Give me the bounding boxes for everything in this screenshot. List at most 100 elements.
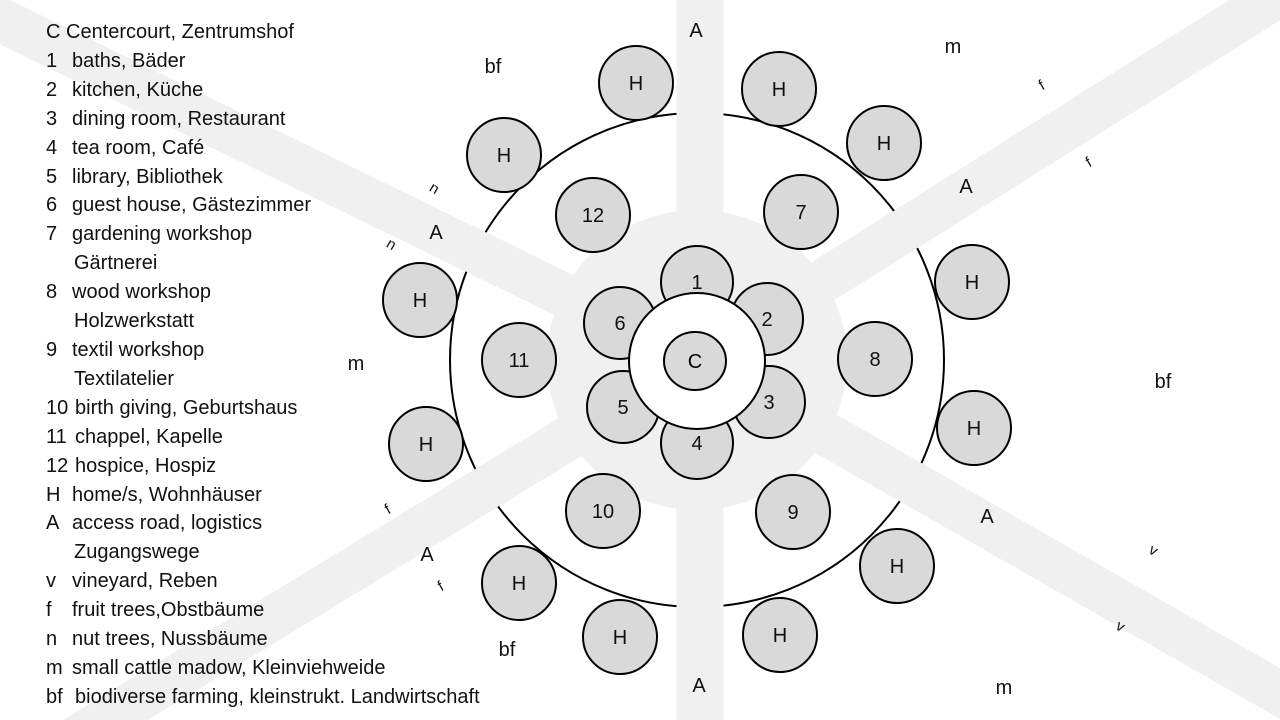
home-label: H xyxy=(772,79,786,101)
home: H xyxy=(936,390,1012,466)
cattle-meadow-label: m xyxy=(995,677,1013,699)
legend-text: gardening workshop xyxy=(72,223,253,246)
legend-key: v xyxy=(46,570,56,593)
facility-7-shape xyxy=(763,174,839,250)
facility-6-label: 6 xyxy=(614,313,625,335)
home-label: H xyxy=(512,573,526,595)
road-label: A xyxy=(980,506,994,528)
legend-key: 12 xyxy=(46,454,69,477)
legend-key: 3 xyxy=(46,107,58,130)
legend-item-continuation: Zugangswege xyxy=(74,541,200,564)
home-shape xyxy=(936,390,1012,466)
legend-text: guest house, Gästezimmer xyxy=(72,194,311,217)
home-label: H xyxy=(629,73,643,95)
facility-1-label: 1 xyxy=(691,272,702,294)
legend-item: 7 gardening workshop xyxy=(46,220,480,249)
legend-text: nut trees, Nussbäume xyxy=(72,628,268,651)
home-shape xyxy=(388,406,464,482)
home: H xyxy=(582,599,658,675)
facility-12-label: 12 xyxy=(582,205,604,227)
legend-key: C xyxy=(46,21,61,43)
facility-12: 12 xyxy=(555,177,631,253)
home-shape xyxy=(598,45,674,121)
legend-text: home/s, Wohnhäuser xyxy=(72,483,262,506)
biodiverse-farming-label: bf xyxy=(1154,371,1172,393)
legend-key: 10 xyxy=(46,396,69,419)
facility-7: 7 xyxy=(763,174,839,250)
road-label: A xyxy=(959,176,973,198)
legend-text: dining room, Restaurant xyxy=(72,107,286,130)
home: H xyxy=(382,262,458,338)
legend-text: small cattle madow, Kleinviehweide xyxy=(72,656,386,679)
facility-5-label: 5 xyxy=(617,397,628,419)
legend-key: 2 xyxy=(46,78,58,101)
home-label: H xyxy=(890,556,904,578)
home: H xyxy=(466,117,542,193)
road-label: A xyxy=(420,544,434,566)
legend-item-continuation: Holzwerkstatt xyxy=(74,310,195,333)
home-shape xyxy=(582,599,658,675)
home: H xyxy=(859,528,935,604)
legend-text: baths, Bäder xyxy=(72,49,186,72)
home-label: H xyxy=(419,434,433,456)
home-shape xyxy=(742,597,818,673)
home-shape xyxy=(846,105,922,181)
facility-8: 8 xyxy=(837,321,913,397)
facility-8-shape xyxy=(837,321,913,397)
facility-10: 10 xyxy=(565,473,641,549)
legend-text: textil workshop xyxy=(72,338,205,361)
home-label: H xyxy=(497,145,511,167)
legend-text: wood workshop xyxy=(72,281,211,304)
legend-item: 5 library, Bibliothek xyxy=(46,163,480,192)
cattle-meadow-label: m xyxy=(944,36,962,58)
home-label: H xyxy=(773,625,787,647)
facility-9: 9 xyxy=(755,474,831,550)
home-shape xyxy=(859,528,935,604)
legend-text: tea room, Café xyxy=(72,136,205,159)
facility-12-shape xyxy=(555,177,631,253)
legend-key: f xyxy=(46,599,52,622)
facility-11: 11 xyxy=(481,322,557,398)
facility-7-label: 7 xyxy=(795,202,806,224)
legend-key: 5 xyxy=(46,165,58,188)
legend-key: n xyxy=(46,628,58,651)
home: H xyxy=(388,406,464,482)
home-shape xyxy=(382,262,458,338)
centercourt-label: C xyxy=(688,351,702,373)
cattle-meadow-label: m xyxy=(347,353,365,375)
legend-item-continuation: Textilatelier xyxy=(74,367,175,390)
road-label: A xyxy=(429,222,443,244)
legend-text: fruit trees,Obstbäume xyxy=(72,599,265,622)
legend-text: library, Bibliothek xyxy=(72,165,223,188)
legend-item: f fruit trees,Obstbäume xyxy=(46,596,480,625)
road-label: A xyxy=(692,675,706,697)
home-shape xyxy=(741,51,817,127)
centercourt xyxy=(663,331,727,391)
home: H xyxy=(741,51,817,127)
facility-9-label: 9 xyxy=(787,502,798,524)
legend-item-continuation: Gärtnerei xyxy=(74,252,158,275)
legend-key: 7 xyxy=(46,223,58,246)
facility-3-label: 3 xyxy=(763,392,774,414)
biodiverse-farming-label: bf xyxy=(498,639,516,661)
home: H xyxy=(846,105,922,181)
facility-10-shape xyxy=(565,473,641,549)
home: H xyxy=(481,545,557,621)
road-label: A xyxy=(689,20,703,42)
legend-key: 9 xyxy=(46,338,58,361)
facility-10-label: 10 xyxy=(592,501,614,523)
legend-text: birth giving, Geburtshaus xyxy=(75,396,298,419)
legend-text: access road, logistics xyxy=(72,512,263,535)
